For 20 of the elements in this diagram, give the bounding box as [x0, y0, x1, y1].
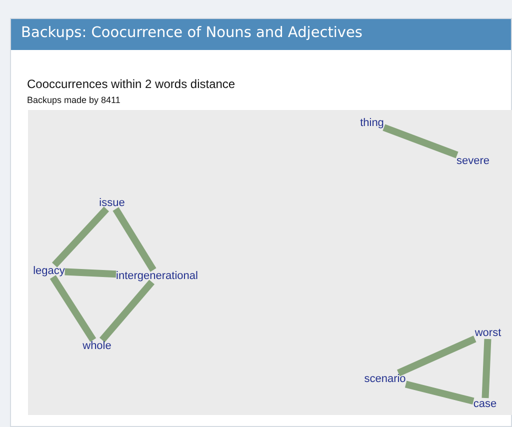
word-label: whole: [82, 340, 112, 352]
word-label: worst: [474, 327, 502, 339]
cooccurrence-line: [397, 336, 476, 376]
word-label: intergenerational: [116, 270, 198, 282]
word-label: legacy: [33, 265, 65, 277]
word-label: case: [473, 398, 497, 410]
cooccurrence-line: [404, 380, 474, 404]
chart-subtitle: Cooccurrences within 2 words distance: [27, 77, 236, 91]
cooccurrence-line: [482, 338, 492, 398]
cooccurrence-line: [382, 124, 458, 158]
cooccurrence-line: [50, 275, 96, 342]
word-label: severe: [456, 155, 490, 167]
panel-title: Backups: Coocurrence of Nouns and Adjectives: [21, 25, 362, 41]
cooccurrence-line: [100, 280, 154, 342]
word-label: thing: [360, 117, 384, 129]
cooccurrence-line: [52, 206, 110, 268]
word-label: issue: [99, 197, 125, 209]
cooccurrence-line: [112, 207, 156, 272]
chart-note: Backups made by 8411: [27, 95, 120, 105]
word-label: scenario: [364, 373, 406, 385]
